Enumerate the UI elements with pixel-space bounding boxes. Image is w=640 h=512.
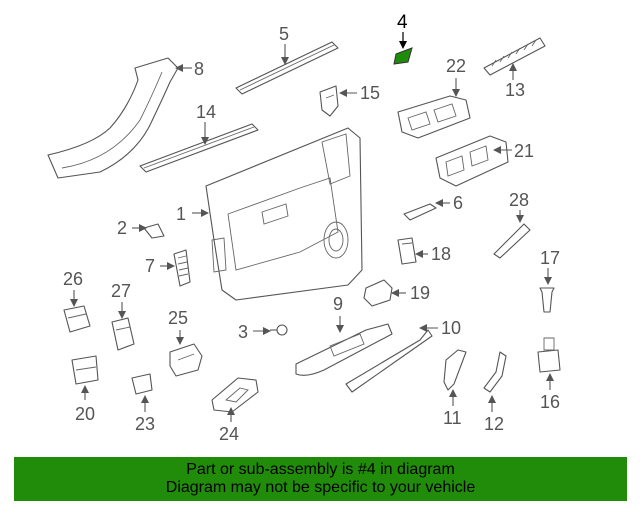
part-9-armrest-bezel[interactable]: [295, 323, 393, 376]
part-17-plug[interactable]: [539, 287, 555, 313]
callout-11: 11: [443, 408, 462, 428]
part-20-switch[interactable]: [71, 355, 99, 385]
part-28-pull-handle[interactable]: [493, 223, 531, 259]
part-2-clip[interactable]: [143, 223, 165, 239]
callout-15: 15: [360, 83, 380, 103]
callout-26: 26: [63, 269, 83, 289]
part-18-switch[interactable]: [397, 237, 417, 265]
callout-5: 5: [279, 24, 289, 44]
callout-21: 21: [514, 141, 534, 161]
banner-line-1: Part or sub-assembly is #4 in diagram: [186, 461, 455, 478]
part-27-switch[interactable]: [111, 317, 135, 351]
part-5-belt-molding[interactable]: [235, 41, 339, 95]
callout-23: 23: [135, 414, 155, 434]
part-4-highlighted[interactable]: [393, 47, 413, 65]
callout-14: 14: [196, 102, 216, 122]
part-24-bezel[interactable]: [211, 377, 259, 413]
callout-9: 9: [333, 294, 343, 314]
info-banner: Part or sub-assembly is #4 in diagram Di…: [14, 457, 627, 501]
callout-20: 20: [75, 404, 95, 424]
callout-27: 27: [111, 281, 131, 301]
callout-18: 18: [431, 244, 451, 264]
callout-24: 24: [219, 424, 239, 444]
callout-1: 1: [176, 204, 186, 224]
part-14-trim-strip[interactable]: [139, 123, 259, 173]
callout-2: 2: [117, 218, 127, 238]
part-12-trim-piece[interactable]: [483, 351, 507, 393]
part-22-switch-bezel[interactable]: [397, 95, 471, 139]
callout-10: 10: [441, 318, 461, 338]
part-19-switch[interactable]: [363, 279, 393, 307]
parts-diagram: 8 5 4 13 14 15 22 21: [47, 12, 561, 444]
part-21-window-switch[interactable]: [435, 135, 509, 187]
part-1-door-trim-panel[interactable]: [205, 127, 363, 301]
callout-6: 6: [453, 193, 463, 213]
part-11-trim-piece[interactable]: [443, 349, 467, 391]
part-13-emblem[interactable]: [483, 37, 546, 76]
part-26-switch[interactable]: [63, 305, 91, 333]
part-16-switch[interactable]: [537, 337, 561, 373]
part-3-screw[interactable]: [270, 324, 288, 336]
callout-28: 28: [509, 190, 529, 210]
part-7-vent-grille[interactable]: [173, 249, 191, 287]
part-15-bracket[interactable]: [319, 85, 339, 117]
part-10-lower-trim[interactable]: [345, 329, 433, 393]
callout-19: 19: [410, 283, 430, 303]
callout-22: 22: [446, 56, 466, 76]
callout-13: 13: [505, 80, 525, 100]
callout-17: 17: [540, 248, 560, 268]
callout-4: 4: [397, 12, 408, 33]
callout-7: 7: [145, 256, 155, 276]
callout-12: 12: [484, 414, 504, 434]
callout-3: 3: [238, 322, 248, 342]
callout-8: 8: [194, 59, 204, 79]
part-23-switch[interactable]: [131, 373, 153, 395]
callout-16: 16: [540, 392, 560, 412]
part-6-clip[interactable]: [403, 203, 437, 221]
part-25-switch[interactable]: [169, 343, 203, 377]
banner-line-2: Diagram may not be specific to your vehi…: [165, 479, 476, 496]
callout-25: 25: [168, 308, 188, 328]
